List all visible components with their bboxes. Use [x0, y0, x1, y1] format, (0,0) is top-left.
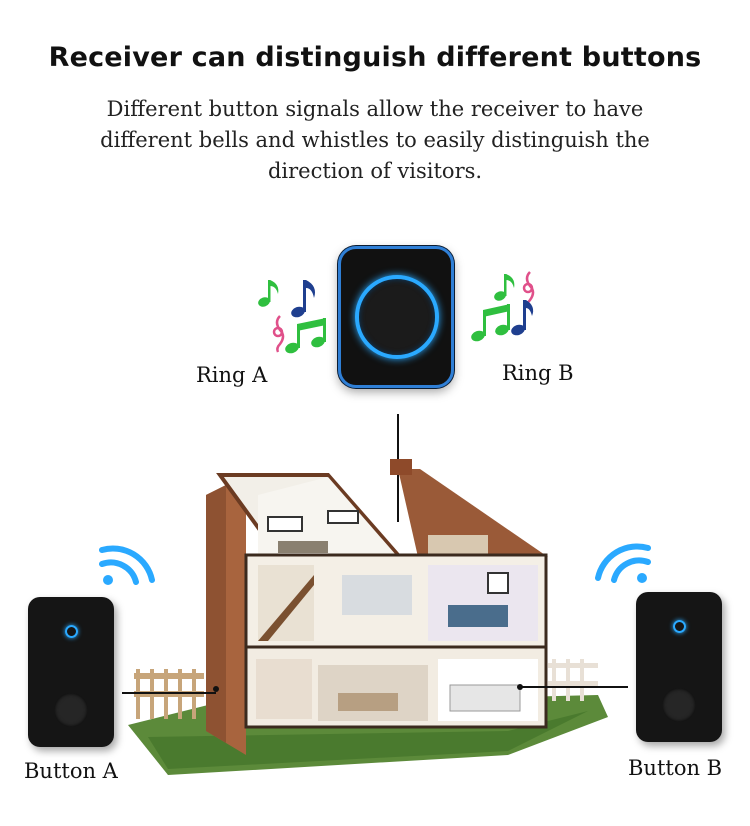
doorbell-button-b [636, 592, 722, 742]
note-navy [511, 300, 534, 336]
button-b-press-icon [662, 688, 696, 722]
music-notes-right-icon [471, 271, 535, 342]
button-b-label: Button B [628, 756, 723, 780]
ring-a-label: Ring A [196, 363, 268, 387]
note-green-small [258, 280, 279, 307]
note-green-double [471, 304, 510, 342]
button-b-led [673, 620, 686, 633]
wifi-signal-left-icon [99, 545, 155, 585]
ring-b-label: Ring B [502, 361, 574, 385]
note-green-double [285, 318, 326, 354]
button-a-connector-line [122, 692, 216, 694]
button-a-press-icon [54, 693, 88, 727]
receiver-light-ring [355, 275, 439, 359]
button-a-label: Button A [24, 759, 118, 783]
description: Different button signals allow the recei… [100, 97, 650, 183]
receiver-device [338, 246, 454, 388]
note-green-small [494, 274, 515, 301]
button-b-connector-line [520, 686, 628, 688]
chimney [390, 459, 412, 475]
note-pink [272, 315, 285, 353]
music-notes-left-icon [258, 280, 326, 354]
button-a-led [65, 625, 78, 638]
doorbell-button-a [28, 597, 114, 747]
note-navy [291, 280, 315, 318]
house-cutaway-icon [128, 459, 608, 775]
fence-right [548, 659, 598, 701]
fence-left [134, 669, 204, 719]
wifi-signal-right-icon [595, 543, 651, 583]
headline: Receiver can distinguish different butto… [48, 42, 702, 73]
